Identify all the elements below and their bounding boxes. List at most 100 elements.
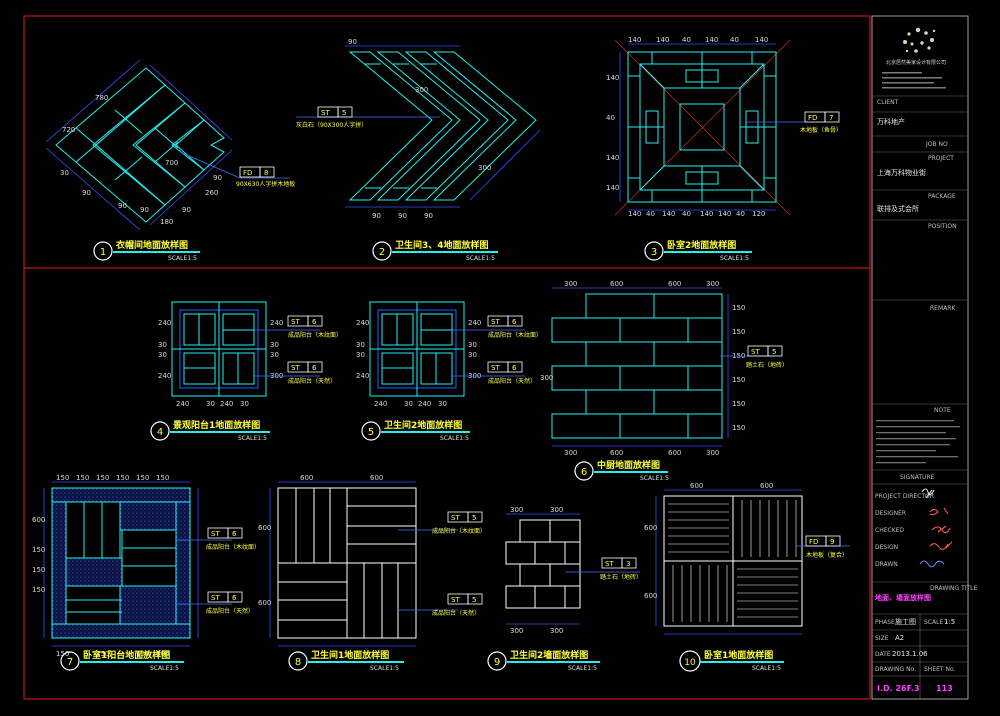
detail-4-grid-drawing: 240 30 30 240 240 30 30 300 240 30 240 3… xyxy=(158,301,342,408)
dim-text: 140 xyxy=(755,36,768,44)
dim-text: 240 xyxy=(158,372,171,380)
dim-text: 300 xyxy=(540,374,553,382)
dim-text: 600 xyxy=(156,650,169,658)
material-tag-code: ST xyxy=(291,318,300,326)
dim-text: 150 xyxy=(732,376,745,384)
material-callout: 成品阳台（天然） xyxy=(488,377,536,385)
dim-text: 240 xyxy=(468,319,481,327)
dim-text: 40 xyxy=(730,36,739,44)
dim-text: 150 xyxy=(116,474,129,482)
material-callout: 踏土石（地砖） xyxy=(746,361,788,369)
dim-text: 180 xyxy=(160,218,173,226)
material-callout: 成品阳台（木纹面） xyxy=(206,543,260,551)
dim-text: 40 xyxy=(682,210,691,218)
detail-number: 8 xyxy=(295,657,301,668)
detail-title-10: 10 卧室1地面放样图 SCALE1:5 xyxy=(679,649,784,672)
detail-7-balcony-drawing: 150 150 150 150 150 150 600 150 150 150 … xyxy=(32,474,260,658)
dim-text: 600 xyxy=(644,524,657,532)
project-label: PROJECT xyxy=(928,155,954,162)
dim-text: 90 xyxy=(348,38,357,46)
material-tag-code: ST xyxy=(451,596,460,604)
dim-text: 150 xyxy=(32,546,45,554)
material-tag-number: 6 xyxy=(232,594,237,602)
detail-scale: SCALE1:5 xyxy=(752,665,781,672)
detail-title: 衣帽间地面放样图 xyxy=(116,239,188,251)
material-callout: 成品阳台（天然） xyxy=(206,607,254,615)
detail-title: 卫生间1地面放样图 xyxy=(311,649,389,661)
material-tag-code: ST xyxy=(491,318,500,326)
date-value: 2013.1.06 xyxy=(892,650,928,658)
dim-text: 30 xyxy=(270,341,279,349)
remark-label: REMARK xyxy=(930,305,956,312)
detail-5-grid-drawing: 240 30 30 240 240 30 30 300 240 30 240 3… xyxy=(356,301,542,408)
dim-text: 300 xyxy=(510,506,523,514)
position-label: POSITION xyxy=(928,223,957,230)
detail-titles: 1 衣帽间地面放样图 SCALE1:5 2 卫生间3、4地面放样图 SCALE1… xyxy=(60,239,784,672)
material-tag-number: 3 xyxy=(626,560,630,568)
dim-text: 140 xyxy=(606,154,619,162)
phase-label: PHASE xyxy=(875,619,895,626)
client-label: CLIENT xyxy=(877,99,899,106)
dim-text: 90 xyxy=(213,174,222,182)
handwritten-signatures xyxy=(919,488,953,568)
dim-text: 140 xyxy=(606,74,619,82)
dim-text: 600 xyxy=(668,280,681,288)
dim-text: 600 xyxy=(610,280,623,288)
detail-title: 卫生间3、4地面放样图 xyxy=(395,239,489,251)
note-label: NOTE xyxy=(934,407,951,414)
dim-text: 150 xyxy=(732,304,745,312)
dim-text: 30 xyxy=(270,351,279,359)
detail-scale: SCALE1:5 xyxy=(466,255,495,262)
material-tag-code: ST xyxy=(605,560,614,568)
dim-text: 300 xyxy=(706,280,719,288)
dim-text: 700 xyxy=(165,159,178,167)
material-callout: 成品阳台（木纹面） xyxy=(488,331,542,339)
detail-number: 6 xyxy=(581,467,587,478)
dim-text: 40 xyxy=(606,114,615,122)
detail-number: 10 xyxy=(684,658,696,668)
dim-text: 600 xyxy=(668,449,681,457)
material-tag-number: 5 xyxy=(772,348,776,356)
material-tag-number: 9 xyxy=(830,538,834,546)
dim-text: 260 xyxy=(205,189,218,197)
dim-text: 30 xyxy=(158,341,167,349)
material-tag-number: 6 xyxy=(312,364,317,372)
detail-scale: SCALE1:5 xyxy=(150,665,179,672)
detail-3-parquet-drawing: 140 40 140 40 140 140 40 120 140 140 40 … xyxy=(606,36,842,218)
sign-rows: PROJECT DIRECTOR DESIGNER CHECKED DESIGN… xyxy=(875,493,934,568)
material-tag-number: 6 xyxy=(512,318,517,326)
detail-title: 卫生间2地面放样图 xyxy=(384,419,462,431)
detail-number: 5 xyxy=(368,427,374,438)
drawing-title-label: DRAWING TITLE xyxy=(930,585,978,592)
material-tag-number: 5 xyxy=(472,596,476,604)
dim-text: 240 xyxy=(270,319,283,327)
size-label: SIZE xyxy=(875,635,889,642)
sign-row-label: DESIGN xyxy=(875,544,898,551)
dim-text: 140 xyxy=(662,210,675,218)
detail-number: 9 xyxy=(494,657,500,668)
dim-text: 30 xyxy=(356,341,365,349)
detail-2-chevron-drawing: 300 300 90 90 90 90 ST 5 灰白石（90X300人字拼） xyxy=(296,38,541,220)
sheet-frame xyxy=(23,15,871,700)
material-callout: 灰白石（90X300人字拼） xyxy=(296,121,367,129)
detail-title-3: 3 卧室2地面放样图 SCALE1:5 xyxy=(644,239,752,262)
company-name: 北京居然美家设计有限公司 xyxy=(886,59,946,66)
detail-scale: SCALE1:5 xyxy=(168,255,197,262)
material-tag-number: 6 xyxy=(312,318,317,326)
package-label: PACKAGE xyxy=(928,193,956,200)
sign-row-label: DESIGNER xyxy=(875,510,906,517)
detail-title-5: 5 卫生间2地面放样图 SCALE1:5 xyxy=(361,419,470,442)
dim-text: 90 xyxy=(82,189,91,197)
sign-row-label: DRAWN xyxy=(875,561,898,568)
material-tag-number: 5 xyxy=(472,514,476,522)
detail-title: 中厨地面放样图 xyxy=(597,459,660,471)
dim-text: 140 xyxy=(606,184,619,192)
size-value: A2 xyxy=(895,634,904,642)
dim-text: 600 xyxy=(610,449,623,457)
dim-text: 240 xyxy=(176,400,189,408)
dim-text: 150 xyxy=(32,566,45,574)
detail-title-7: 7 卧室1阳台地面放样图 SCALE1:5 xyxy=(60,649,184,672)
dim-text: 90 xyxy=(140,206,149,214)
detail-number: 1 xyxy=(100,247,106,258)
